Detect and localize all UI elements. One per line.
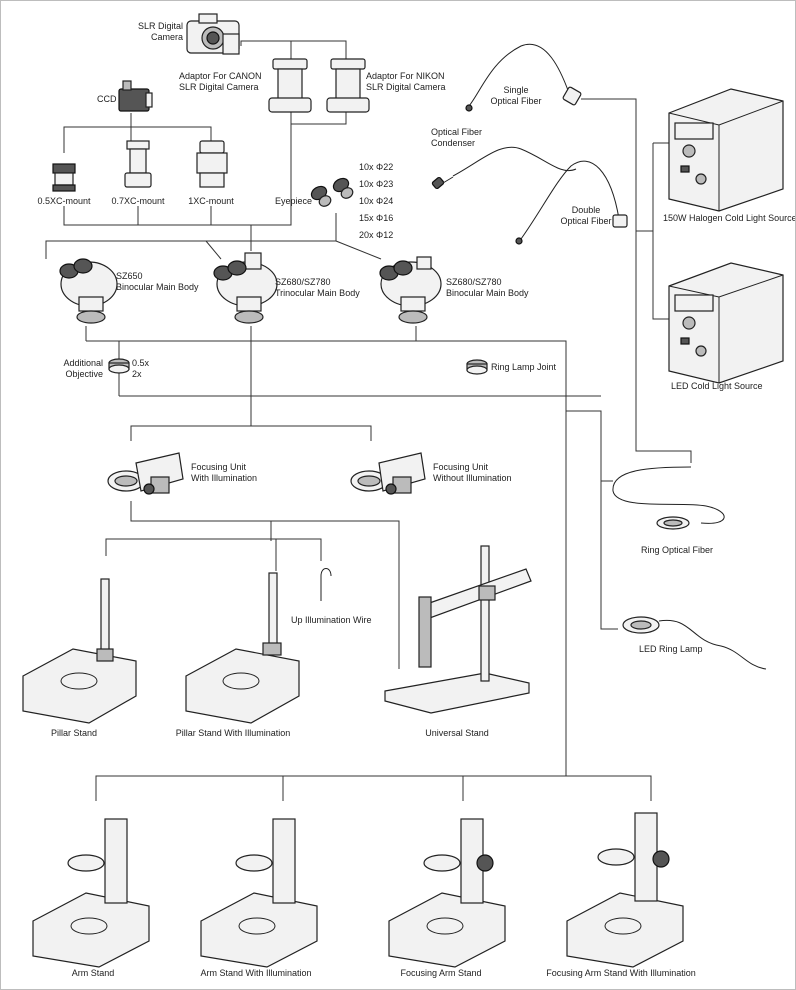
mount-07-label: 0.7XC-mount: [111, 196, 165, 206]
ccd-illustration: [118, 80, 153, 112]
objective-options-label: 0.5x 2x: [132, 358, 150, 379]
eyepiece-label: Eyepiece: [275, 196, 313, 206]
pillar-stand-label: Pillar Stand: [50, 728, 98, 738]
pillar-stand-illum-illustration: [185, 572, 300, 724]
eyepiece-spec-list: 10x Φ22 10x Φ23 10x Φ24 15x Φ16 20x Φ12: [359, 162, 393, 241]
universal-stand-illustration: [384, 545, 532, 714]
focusing-arm-stand-illum-label: Focusing Arm Stand With Illumination: [546, 968, 696, 978]
universal-stand-label: Universal Stand: [425, 728, 489, 738]
eyepiece-spec: 10x Φ22: [359, 162, 394, 172]
focusing-unit-illum-illustration: [107, 452, 184, 495]
c-mount-07-illustration: [124, 140, 152, 188]
eyepiece-spec: 20x Φ12: [359, 230, 394, 240]
halogen-light-source-illustration: [668, 88, 784, 212]
double-fiber-label: Double Optical Fiber: [560, 205, 612, 226]
trinocular-body-illustration: [213, 252, 278, 324]
binocular-body-illustration: [379, 256, 442, 324]
binocular-label: SZ680/SZ780 Binocular Main Body: [446, 277, 529, 298]
led-source-label: LED Cold Light Source: [671, 381, 763, 391]
focusing-arm-stand-illum-illustration: [566, 812, 684, 968]
single-fiber-label: Single Optical Fiber: [490, 85, 542, 106]
arm-stand-label: Arm Stand: [71, 968, 115, 978]
fiber-condenser-label: Optical Fiber Condenser: [431, 127, 483, 148]
ring-optical-fiber-label: Ring Optical Fiber: [641, 545, 714, 555]
halogen-source-label: 150W Halogen Cold Light Source: [663, 213, 796, 223]
pillar-stand-illum-label: Pillar Stand With Illumination: [175, 728, 291, 738]
adaptor-canon-label: Adaptor For CANON SLR Digital Camera: [179, 71, 262, 92]
ring-lamp-joint-label: Ring Lamp Joint: [491, 362, 557, 372]
sz650-label: SZ650 Binocular Main Body: [116, 271, 199, 292]
eyepiece-spec: 15x Φ16: [359, 213, 394, 223]
slr-camera-label: SLR Digital Camera: [137, 21, 183, 42]
focus-noillum-label: Focusing Unit Without Illumination: [433, 462, 512, 483]
focusing-arm-stand-illustration: [388, 818, 506, 968]
up-illum-wire-label: Up Illumination Wire: [291, 615, 372, 625]
mount-05-label: 0.5XC-mount: [37, 196, 91, 206]
led-ring-lamp-illustration: [622, 616, 767, 670]
arm-stand-illustration: [32, 818, 150, 968]
led-ring-lamp-label: LED Ring Lamp: [639, 644, 703, 654]
double-optical-fiber-illustration: [452, 146, 628, 245]
arm-stand-illum-label: Arm Stand With Illumination: [200, 968, 312, 978]
ccd-label: CCD: [97, 94, 117, 104]
focusing-unit-noillum-illustration: [350, 452, 426, 495]
connector-lines: [45, 40, 692, 801]
focus-illum-label: Focusing Unit With Illumination: [191, 462, 258, 483]
additional-objective-illustration: [108, 358, 130, 374]
ring-lamp-joint-illustration: [466, 359, 488, 375]
fiber-condenser-illustration: [431, 176, 454, 190]
slr-camera-illustration: [186, 13, 240, 55]
trinocular-label: SZ680/SZ780 Trinocular Main Body: [275, 277, 360, 298]
arm-stand-illum-illustration: [200, 818, 318, 968]
eyepiece-illustration: [310, 177, 354, 207]
sz650-body-illustration: [59, 258, 118, 324]
eyepiece-spec: 10x Φ24: [359, 196, 394, 206]
additional-objective-label: Additional Objective: [63, 358, 103, 379]
eyepiece-spec: 10x Φ23: [359, 179, 394, 189]
pillar-stand-illustration: [22, 578, 137, 724]
adaptor-nikon-illustration: [326, 58, 370, 113]
up-illumination-wire-illustration: [320, 568, 332, 601]
adaptor-canon-illustration: [268, 58, 312, 113]
adaptor-nikon-label: Adaptor For NIKON SLR Digital Camera: [366, 71, 446, 92]
led-light-source-illustration: [668, 262, 784, 384]
focusing-arm-stand-label: Focusing Arm Stand: [400, 968, 482, 978]
c-mount-05-illustration: [52, 163, 76, 192]
ring-optical-fiber-illustration: [612, 466, 725, 530]
single-optical-fiber-illustration: [465, 43, 582, 112]
mount-1-label: 1XC-mount: [188, 196, 234, 206]
c-mount-1-illustration: [196, 140, 228, 188]
